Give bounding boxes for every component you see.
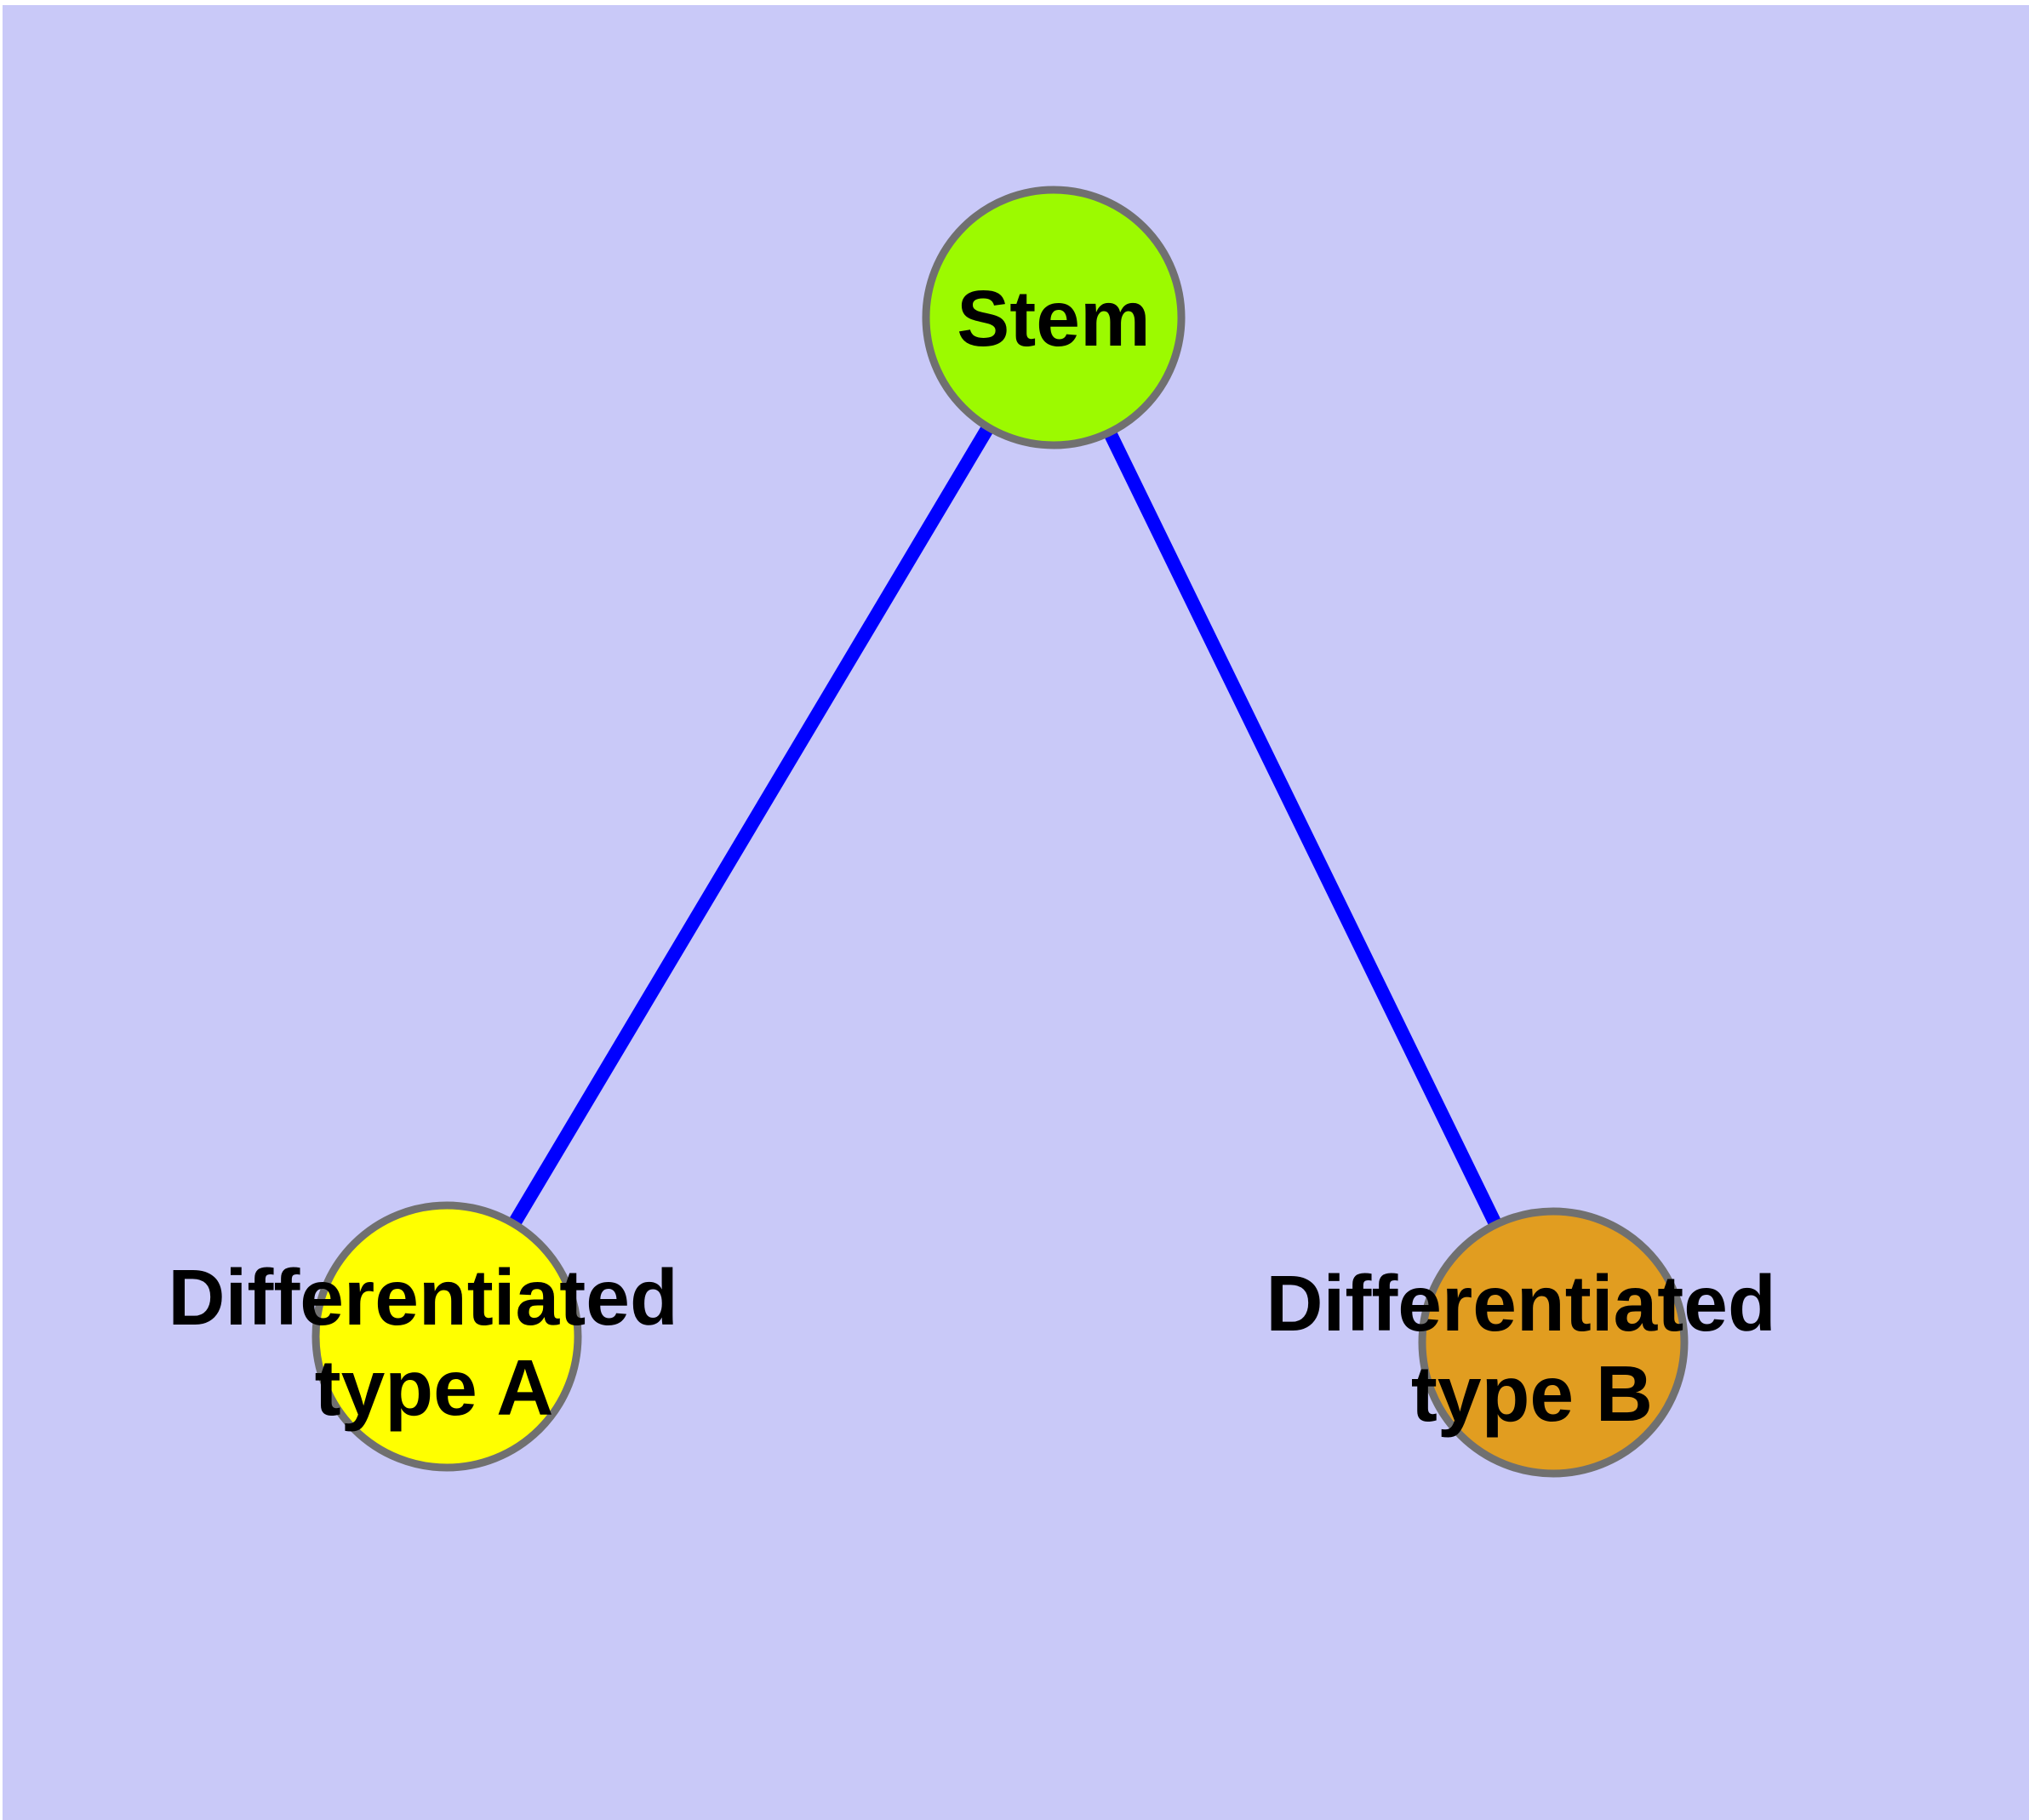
node-differentiated-type-b-circle [1418, 1207, 1689, 1478]
node-stem: Stem [922, 186, 1186, 449]
node-differentiated-type-a: Differentiated type A [168, 1201, 700, 1472]
node-stem-label: Stem [957, 274, 1150, 363]
edge-stem-to-type-a [441, 313, 1060, 1341]
node-differentiated-type-b-label-line2: type B [1411, 1349, 1653, 1438]
node-differentiated-type-a-label-line1: Differentiated [168, 1253, 677, 1342]
node-differentiated-type-b-label-line1: Differentiated [1266, 1259, 1775, 1348]
node-stem-circle [922, 186, 1186, 449]
edge-stem-to-type-b [1047, 314, 1560, 1346]
node-differentiated-type-b: Differentiated type B [1266, 1207, 1798, 1478]
node-differentiated-type-a-label-line2: type A [315, 1343, 554, 1432]
node-differentiated-type-a-circle [311, 1201, 582, 1472]
node-differentiated-type-a-label: Differentiated type A [168, 1253, 700, 1432]
node-stem-label-line1: Stem [957, 274, 1150, 363]
edges [441, 313, 1560, 1346]
node-differentiated-type-b-label: Differentiated type B [1266, 1259, 1798, 1438]
